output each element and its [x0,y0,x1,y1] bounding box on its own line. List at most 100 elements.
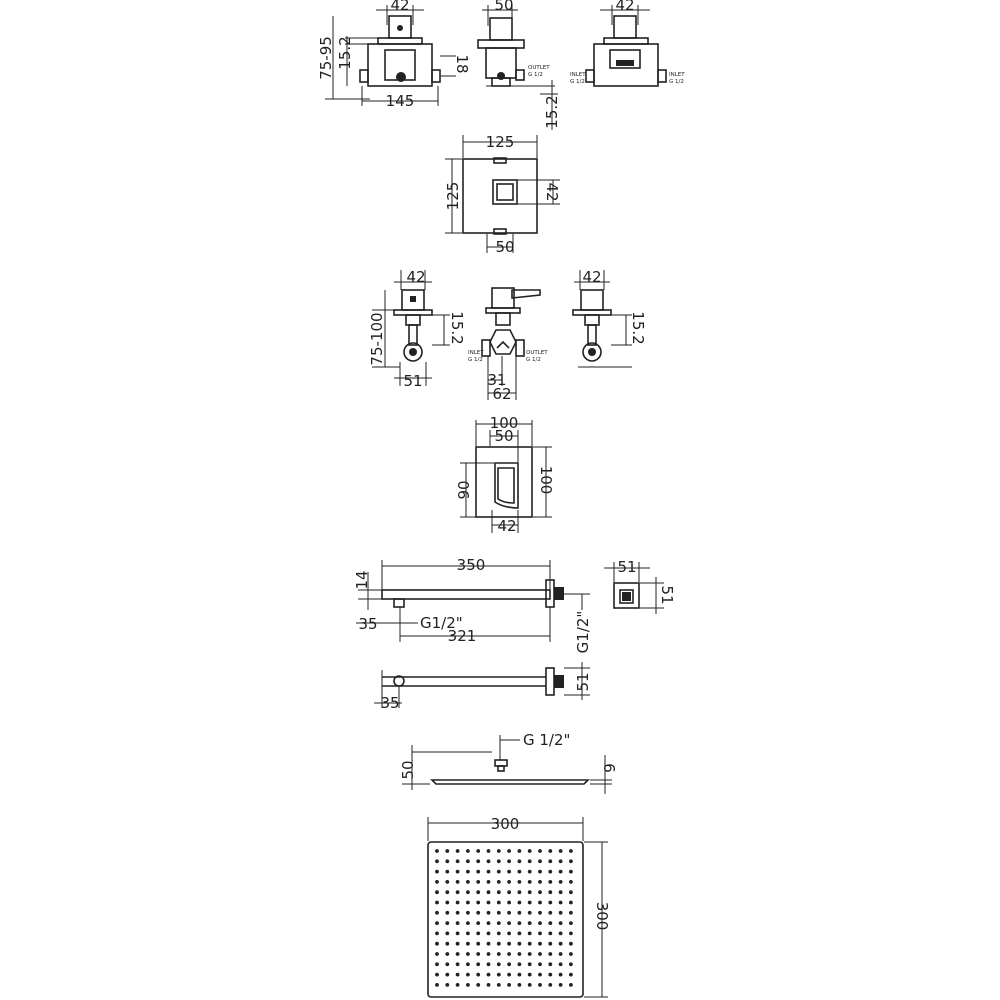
nozzle-dot [486,931,491,936]
nozzle-dot [486,983,491,987]
nozzle-dot [486,952,491,956]
nozzle-dot [558,869,563,874]
nozzle-dot [455,952,460,956]
nozzle-dot [569,859,573,864]
nozzle-dot [569,849,573,853]
nozzle-dot [476,931,481,936]
nozzle-dot [517,849,522,853]
nozzle-dot [558,962,563,967]
dim-42-stop: 42 [406,268,425,286]
nozzle-dot [527,972,532,977]
dim-300-side: 300 [593,902,611,931]
nozzle-dot [435,900,439,905]
outlet-label: OUTLET [528,65,550,71]
nozzle-dot [569,869,573,874]
dim-300-top: 300 [491,815,520,833]
nozzle-dot [455,890,460,895]
thread-head: G 1/2" [523,731,570,749]
nozzle-dot [496,880,501,884]
nozzle-dot [558,983,563,987]
thread-g12: G1/2" [420,614,463,632]
nozzle-dot [435,880,439,884]
nozzle-dot [435,921,439,925]
nozzle-dot [517,890,522,895]
nozzle-dot [538,921,542,925]
nozzle-dot [558,941,563,946]
dim-62: 62 [492,385,511,403]
dim-15-2-side: 15.2 [543,95,561,128]
nozzle-dot [486,900,491,905]
nozzle-dot [476,962,481,967]
nozzle-dot [466,983,470,987]
nozzle-dot [548,931,553,936]
nozzle-dot [548,869,553,874]
nozzle-dot [558,849,563,853]
nozzle-dot [527,900,532,905]
nozzle-dot [476,910,481,915]
nozzle-dot [507,952,511,956]
nozzle-dot [507,900,511,905]
nozzle-dot [507,890,511,895]
nozzle-dot [517,880,522,884]
nozzle-dot [527,962,532,967]
nozzle-dot [558,921,563,925]
handle-plate: 100 50 90 100 42 [455,414,555,535]
nozzle-dot [435,931,439,936]
stop-valve-left: 42 75-100 15.2 51 [368,268,466,390]
nozzle-dot [455,869,460,874]
nozzle-dot [507,910,511,915]
nozzle-dot [476,869,481,874]
nozzle-dot [445,849,450,853]
nozzle-dot [445,962,450,967]
nozzle-dot [435,890,439,895]
dim-42-rear: 42 [615,0,634,14]
nozzle-dot [527,941,532,946]
nozzle-dot [466,859,470,864]
nozzle-dot [527,890,532,895]
nozzle-dot [548,910,553,915]
nozzle-dot [548,880,553,884]
nozzle-dot [527,880,532,884]
nozzle-dot [548,921,553,925]
nozzle-dot [496,910,501,915]
nozzle-dot [548,952,553,956]
nozzle-dot [538,869,542,874]
nozzle-dot [445,900,450,905]
dim-51-flange-side: 51 [658,585,676,604]
nozzle-dot [496,859,501,864]
nozzle-dot [486,962,491,967]
nozzle-dot [569,983,573,987]
nozzle-dot [466,972,470,977]
nozzle-dot [455,900,460,905]
nozzle-dot [569,900,573,905]
nozzle-dot [445,983,450,987]
nozzle-dot [569,972,573,977]
nozzle-dot [517,869,522,874]
nozzle-dot [435,952,439,956]
nozzle-dot [476,972,481,977]
dim-51-arm: 51 [574,672,592,691]
nozzle-dot [476,900,481,905]
dim-50-trim: 50 [495,238,514,256]
nozzle-dot [445,869,450,874]
inlet-left-label: INLET [570,72,586,78]
dim-75-95: 75-95 [317,36,335,80]
nozzle-dot [558,931,563,936]
outlet-label-stop: OUTLET [526,350,548,356]
nozzle-dot [517,972,522,977]
nozzle-dot [548,849,553,853]
nozzle-dot [455,859,460,864]
inlet-left-size: G 1/2 [570,79,585,85]
nozzle-dot [507,972,511,977]
nozzle-dot [466,869,470,874]
nozzle-dot [445,859,450,864]
nozzle-dot [517,931,522,936]
nozzle-dot [496,983,501,987]
nozzle-dot [466,952,470,956]
dim-15-2-stop: 15.2 [448,311,466,344]
nozzle-dot [538,972,542,977]
dim-31: 31 [487,371,506,389]
nozzle-dot [455,921,460,925]
nozzle-dot [527,983,532,987]
nozzle-dot [507,941,511,946]
